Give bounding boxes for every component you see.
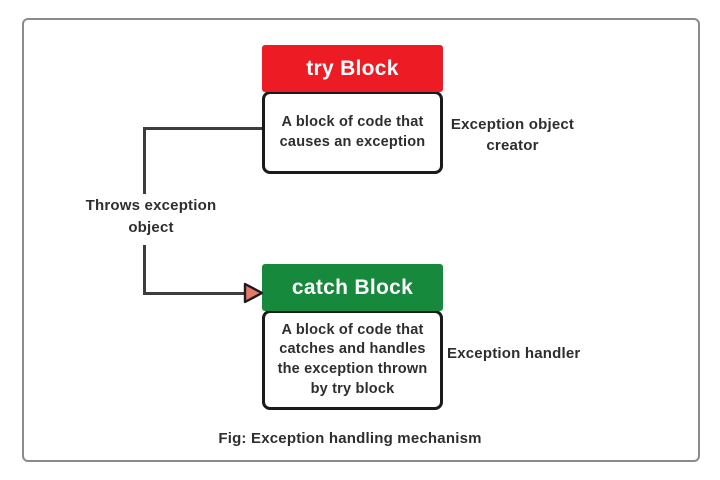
catch-block-header: catch Block [262, 264, 443, 311]
catch-block-description: A block of code that catches and handles… [262, 310, 443, 410]
arrowhead-icon [243, 282, 264, 304]
try-block-description: A block of code that causes an exception [262, 91, 443, 174]
connector-line-bottom-vertical [143, 245, 146, 294]
try-block-side-label: Exception object creator [450, 116, 575, 154]
try-block-header: try Block [262, 45, 443, 92]
throws-exception-label: Throws exception object [85, 197, 217, 236]
catch-block-side-label: Exception handler [447, 345, 581, 362]
figure-caption: Fig: Exception handling mechanism [218, 430, 482, 447]
connector-line-bottom-horizontal [143, 292, 246, 295]
connector-line-top-vertical [143, 127, 146, 194]
connector-line-top-horizontal [143, 127, 263, 130]
